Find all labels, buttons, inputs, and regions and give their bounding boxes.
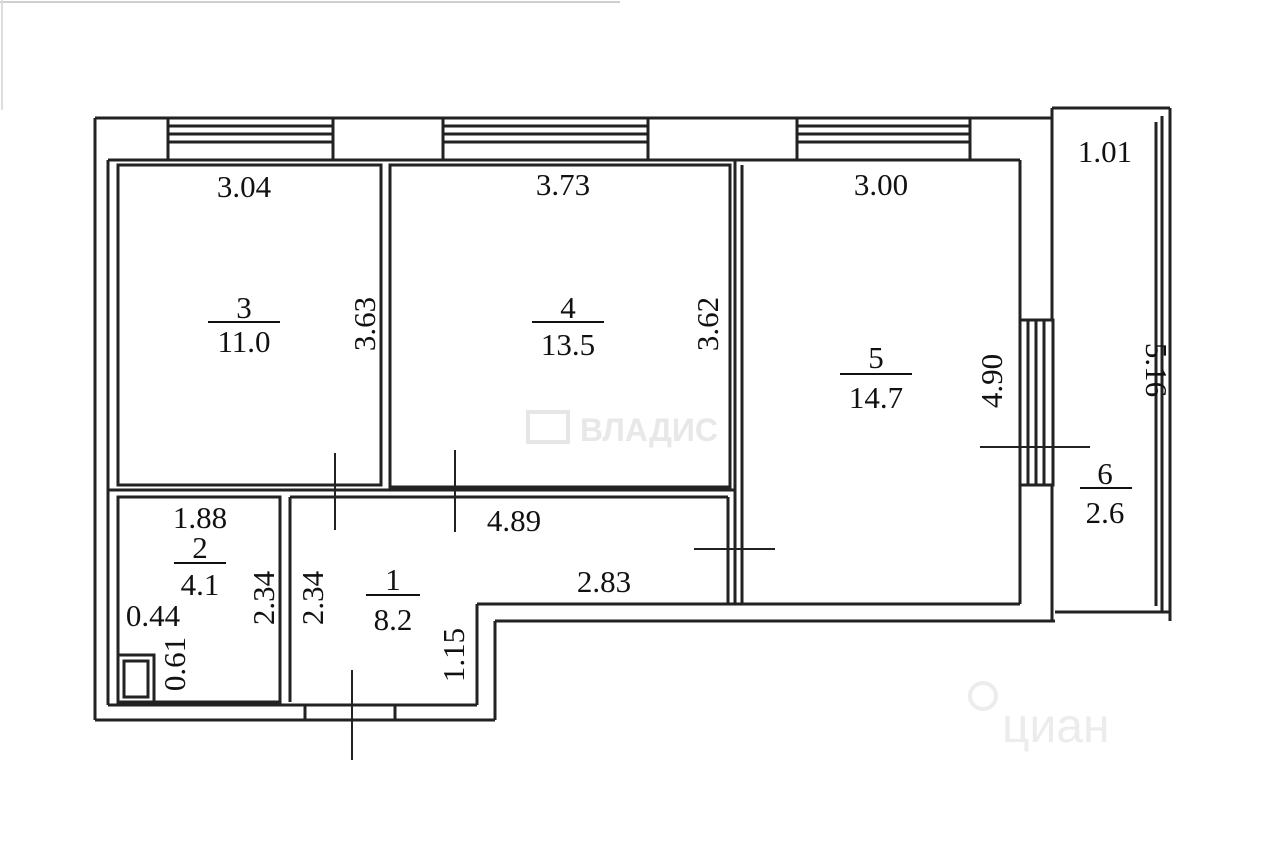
vladis-watermark-text: ВЛАДИС (580, 412, 718, 448)
room-number: 2 (192, 530, 208, 565)
cian-watermark: циан (968, 681, 1110, 753)
room-area: 2.6 (1086, 495, 1125, 530)
window-top-1 (166, 116, 335, 162)
cian-watermark-text: циан (1002, 700, 1110, 753)
room-area: 8.2 (374, 602, 413, 637)
house-icon (526, 410, 570, 444)
room-number: 6 (1097, 456, 1113, 491)
room-area: 13.5 (541, 327, 595, 362)
vladis-watermark: ВЛАДИС (526, 410, 718, 448)
dimension-label: 2.34 (295, 570, 330, 625)
niche-outline (116, 653, 156, 705)
dimension-label: 2.34 (246, 570, 281, 625)
room-5-label: 5 14.7 (840, 340, 912, 415)
room-2-outline (116, 495, 282, 704)
dimension-label: 4.89 (487, 503, 541, 538)
room-4-outline (388, 163, 732, 489)
room-3-label: 3 11.0 (208, 290, 280, 359)
window-top-2 (441, 116, 650, 162)
window-top-3 (795, 116, 972, 162)
dimension-label: 5.16 (1139, 343, 1174, 397)
room-area: 14.7 (849, 380, 903, 415)
room-6-label: 6 2.6 (1080, 456, 1132, 530)
dimension-label: 1.15 (436, 628, 471, 682)
dimension-label: 0.44 (126, 598, 181, 633)
dimension-label: 3.63 (347, 297, 382, 351)
dimension-label: 0.61 (157, 637, 192, 691)
dimension-label: 3.04 (217, 169, 272, 204)
outer-walls (93, 106, 1172, 722)
inner-walls (108, 160, 744, 722)
dimension-label: 2.83 (577, 564, 631, 599)
room-number: 4 (560, 290, 576, 325)
room-area: 11.0 (217, 324, 270, 359)
room-number: 3 (236, 290, 252, 325)
dimension-label: 3.73 (536, 167, 590, 202)
dimension-label: 3.62 (690, 297, 725, 351)
dimension-labels: 3.04 3.73 3.00 1.01 1.88 4.89 2.83 0.44 … (126, 134, 1174, 691)
room-4-label: 4 13.5 (532, 290, 604, 362)
room-3-outline (116, 163, 383, 487)
room-2-label: 2 4.1 (174, 530, 226, 602)
room-number: 1 (385, 562, 401, 597)
dimension-label: 1.01 (1078, 134, 1132, 169)
location-pin-icon (968, 681, 998, 711)
dimension-label: 3.00 (854, 167, 908, 202)
room-1-label: 1 8.2 (366, 562, 420, 637)
dimension-label: 1.88 (173, 500, 227, 535)
dimension-label: 4.90 (974, 354, 1009, 408)
cut-marks (334, 446, 1090, 760)
room-area: 4.1 (181, 567, 220, 602)
room-number: 5 (868, 340, 884, 375)
